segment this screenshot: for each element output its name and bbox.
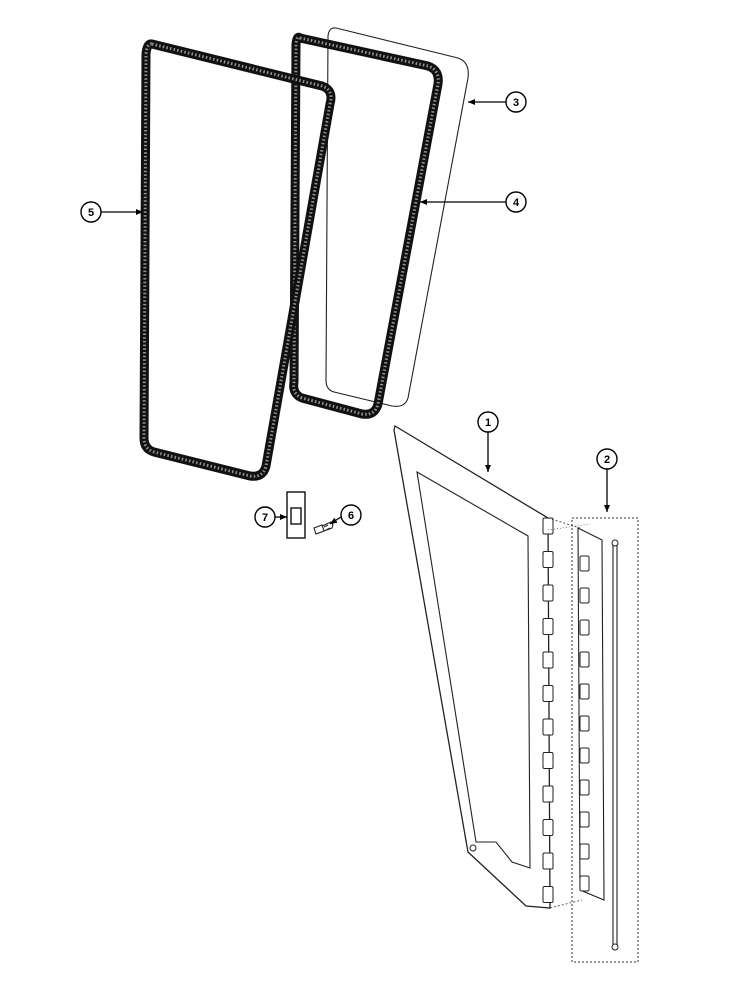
frame-hinge-tab xyxy=(542,819,554,836)
hinge-knuckle xyxy=(579,619,590,636)
frame-hinge-tab xyxy=(542,752,554,769)
hinge-knuckle xyxy=(579,779,590,796)
frame-hinge-tab xyxy=(542,618,554,635)
hinge-knuckle xyxy=(579,843,590,860)
hinge-knuckle xyxy=(579,683,590,700)
callout-7: 7 xyxy=(254,506,276,528)
callout-6: 6 xyxy=(340,504,362,526)
svg-text:3: 3 xyxy=(513,97,519,109)
hinge-knuckle xyxy=(579,875,590,892)
frame-hinge-tab xyxy=(542,785,554,803)
hinge-knuckle xyxy=(579,747,590,764)
leader-6 xyxy=(329,516,342,525)
glass-pane xyxy=(325,27,469,407)
callout-1: 1 xyxy=(477,411,499,433)
hinge-assembly-knuckles xyxy=(579,555,590,892)
hinge-assembly xyxy=(547,517,639,963)
frame-hinge-tab xyxy=(542,852,554,870)
frame-hinge-tab xyxy=(542,886,554,903)
hinge-knuckle xyxy=(579,587,590,604)
frame-hinge-tab xyxy=(542,718,554,736)
svg-text:6: 6 xyxy=(348,510,354,522)
hinge-knuckle xyxy=(579,715,590,732)
svg-text:1: 1 xyxy=(485,417,491,429)
latch-plate xyxy=(286,491,306,539)
frame-hinge-tab xyxy=(542,584,554,602)
hinge-knuckle xyxy=(579,555,590,572)
front-gasket xyxy=(139,39,336,481)
callout-4: 4 xyxy=(505,191,527,213)
frame-hinge-tab xyxy=(542,685,554,702)
callout-3: 3 xyxy=(505,91,527,113)
svg-text:5: 5 xyxy=(88,207,94,219)
frame-hinge-tab xyxy=(542,517,554,535)
hinge-knuckle xyxy=(579,811,590,828)
frame-hinge-tab xyxy=(542,651,554,669)
callout-5: 5 xyxy=(80,201,102,223)
svg-text:4: 4 xyxy=(513,197,520,209)
door-frame-hinge-tabs xyxy=(542,517,554,903)
rear-gasket xyxy=(289,32,443,419)
door-frame xyxy=(393,424,551,909)
frame-hinge-tab xyxy=(542,551,554,568)
hinge-knuckle xyxy=(579,651,590,668)
callout-2: 2 xyxy=(596,448,618,470)
svg-text:2: 2 xyxy=(604,454,610,466)
svg-text:7: 7 xyxy=(262,512,268,524)
